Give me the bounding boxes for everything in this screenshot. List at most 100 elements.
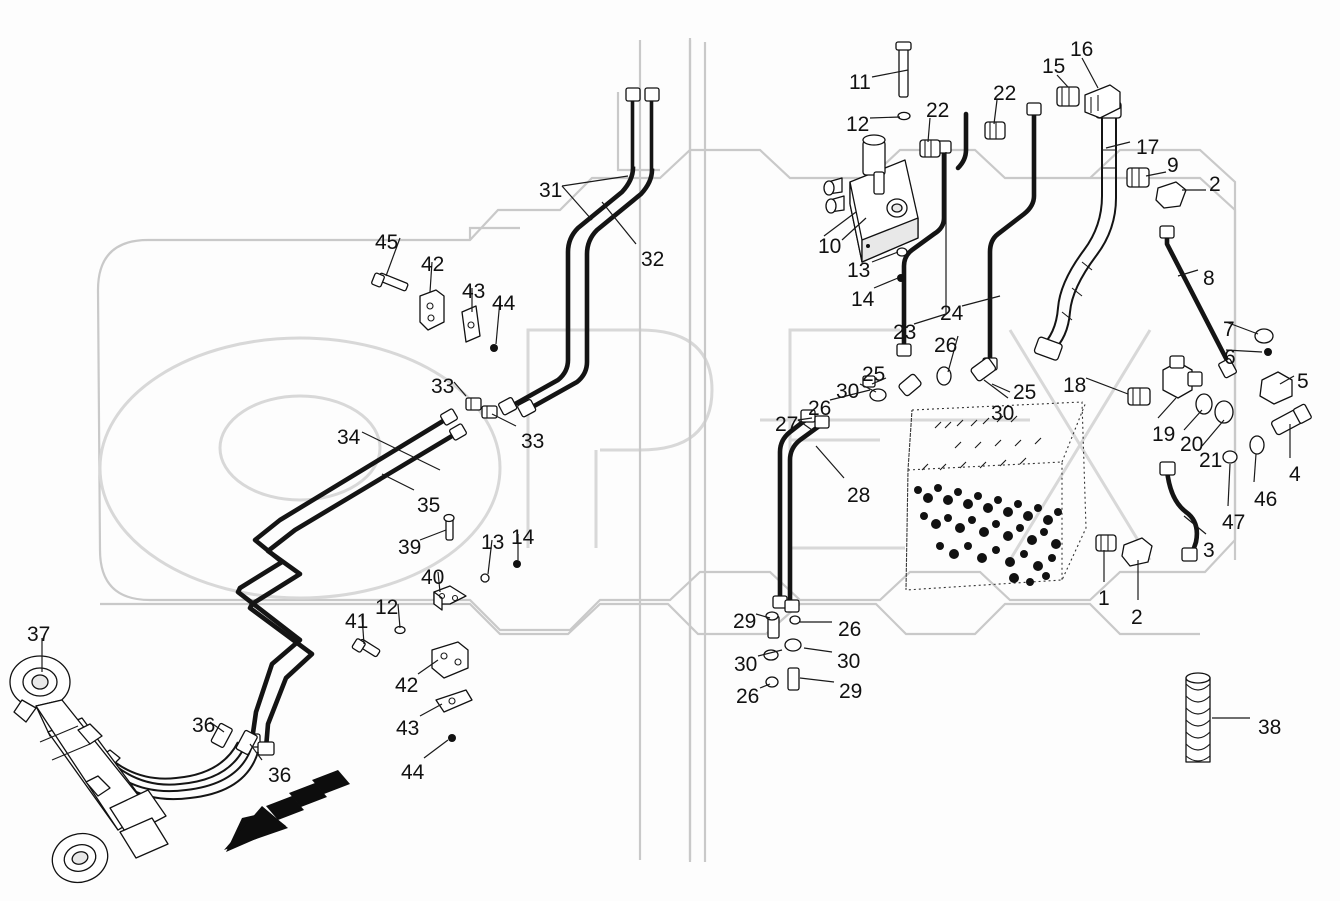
callout-9: 9 bbox=[1167, 154, 1179, 177]
callout-34: 34 bbox=[337, 426, 361, 449]
plate-43a bbox=[461, 305, 481, 343]
machine-ghost-outline bbox=[468, 38, 1237, 862]
callout-29a: 29 bbox=[733, 610, 757, 633]
callout-30d: 30 bbox=[837, 650, 861, 673]
callout-43b: 43 bbox=[396, 717, 420, 740]
fitting-25a bbox=[898, 373, 922, 397]
callout-2b: 2 bbox=[1209, 173, 1221, 196]
callout-6: 6 bbox=[1224, 346, 1236, 369]
tee-19 bbox=[1162, 355, 1203, 399]
fitting-9 bbox=[1126, 167, 1150, 188]
callout-33a: 33 bbox=[431, 375, 455, 398]
hose-17 bbox=[1033, 101, 1122, 361]
tube-3 bbox=[1159, 461, 1200, 562]
callout-38: 38 bbox=[1258, 716, 1282, 739]
callout-8: 8 bbox=[1203, 267, 1215, 290]
fitting-25b bbox=[970, 357, 997, 382]
pin-29b bbox=[787, 667, 800, 691]
callout-12b: 12 bbox=[375, 596, 399, 619]
elbow-2b bbox=[1155, 181, 1187, 209]
callout-44b: 44 bbox=[401, 761, 425, 784]
callout-31: 31 bbox=[539, 179, 563, 202]
callout-27: 27 bbox=[775, 413, 799, 436]
callout-35: 35 bbox=[417, 494, 441, 517]
tube-24 bbox=[982, 102, 1042, 371]
callout-30a: 30 bbox=[836, 380, 860, 403]
callout-36a: 36 bbox=[192, 714, 216, 737]
callout-43a: 43 bbox=[462, 280, 486, 303]
callout-12a: 12 bbox=[846, 113, 870, 136]
callout-46: 46 bbox=[1254, 488, 1278, 511]
callout-26c: 26 bbox=[838, 618, 862, 641]
callout-47: 47 bbox=[1222, 511, 1246, 534]
engine-block-dotted bbox=[905, 401, 1087, 591]
elbow-16 bbox=[1084, 84, 1121, 119]
elbow-5 bbox=[1259, 371, 1293, 405]
callout-14b: 14 bbox=[511, 526, 535, 549]
callout-36b: 36 bbox=[268, 764, 292, 787]
callout-16: 16 bbox=[1070, 38, 1094, 61]
callout-32: 32 bbox=[641, 248, 665, 271]
tube-23 bbox=[896, 140, 952, 357]
callout-42a: 42 bbox=[421, 253, 445, 276]
bolt-45 bbox=[371, 272, 409, 292]
callout-14a: 14 bbox=[851, 288, 875, 311]
fitting-33a bbox=[465, 397, 482, 411]
callout-22b: 22 bbox=[993, 82, 1017, 105]
callout-3: 3 bbox=[1203, 539, 1215, 562]
callout-33b: 33 bbox=[521, 430, 545, 453]
callout-40: 40 bbox=[421, 566, 445, 589]
forward-direction-arrow bbox=[224, 770, 350, 852]
callout-41: 41 bbox=[345, 610, 369, 633]
fitting-18 bbox=[1127, 387, 1151, 406]
callout-13a: 13 bbox=[847, 259, 871, 282]
callout-44a: 44 bbox=[492, 292, 516, 315]
callout-18: 18 bbox=[1063, 374, 1087, 397]
plate-43b bbox=[435, 689, 473, 713]
tube-valve-branch bbox=[955, 111, 969, 171]
callout-15: 15 bbox=[1042, 55, 1066, 78]
fitting-22b bbox=[984, 121, 1006, 140]
callout-30b: 30 bbox=[991, 402, 1015, 425]
fitting-1 bbox=[1095, 534, 1117, 552]
callout-30c: 30 bbox=[734, 653, 758, 676]
callout-26b: 26 bbox=[808, 397, 832, 420]
callout-17: 17 bbox=[1136, 136, 1160, 159]
callout-2a: 2 bbox=[1131, 606, 1143, 629]
fitting-33b bbox=[481, 405, 498, 419]
tube-8 bbox=[1159, 225, 1237, 379]
callout-19: 19 bbox=[1152, 423, 1176, 446]
elbow-2a bbox=[1121, 537, 1153, 567]
callout-13b: 13 bbox=[481, 531, 505, 554]
leader-lines bbox=[41, 57, 1295, 761]
fitting-22a bbox=[919, 139, 941, 158]
callout-5: 5 bbox=[1297, 370, 1309, 393]
bolt-41 bbox=[351, 638, 381, 658]
pin-39 bbox=[443, 513, 455, 541]
tube-assembly-31-32 bbox=[498, 87, 660, 418]
callout-24: 24 bbox=[940, 302, 964, 325]
tube-assembly-34-35 bbox=[237, 408, 467, 607]
callout-10: 10 bbox=[818, 235, 842, 258]
tube-run-to-cylinder bbox=[235, 585, 315, 756]
bracket-42a bbox=[419, 289, 445, 331]
callout-39: 39 bbox=[398, 536, 422, 559]
tube-assembly-27-28 bbox=[772, 409, 830, 613]
callout-42b: 42 bbox=[395, 674, 419, 697]
callout-23: 23 bbox=[893, 321, 917, 344]
callout-28: 28 bbox=[847, 484, 871, 507]
callout-11: 11 bbox=[849, 71, 871, 94]
callout-4: 4 bbox=[1289, 463, 1301, 486]
callout-29b: 29 bbox=[839, 680, 863, 703]
callout-20: 20 bbox=[1180, 433, 1204, 456]
callout-26a: 26 bbox=[934, 334, 958, 357]
valve-block-10 bbox=[823, 134, 919, 263]
callout-25b: 25 bbox=[1013, 381, 1037, 404]
hydraulic-cylinder-37 bbox=[9, 655, 169, 884]
callout-45: 45 bbox=[375, 231, 399, 254]
bracket-42b bbox=[431, 641, 469, 679]
fasteners-and-fittings bbox=[351, 41, 1312, 763]
callout-7: 7 bbox=[1223, 318, 1235, 341]
